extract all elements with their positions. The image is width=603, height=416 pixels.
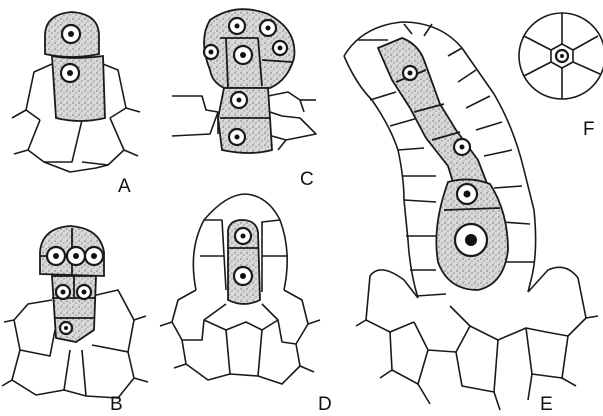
panel-a-nucleus-1 [62,25,80,43]
panel-a-neck-cell [52,56,105,121]
label-a: A [118,176,131,197]
label-b: B [110,394,123,415]
panel-e: E [344,22,598,415]
panel-a: A [12,12,140,197]
label-c: C [300,169,314,190]
panel-c: C [172,9,316,190]
panel-a-nucleus-2 [61,64,79,82]
label-d: D [318,394,332,415]
panel-f: F [519,13,603,140]
label-f: F [583,119,595,140]
panel-f-central-nucleus [556,50,568,62]
label-e: E [540,394,553,415]
panel-d: D [160,194,332,415]
panel-b: B [2,226,148,415]
